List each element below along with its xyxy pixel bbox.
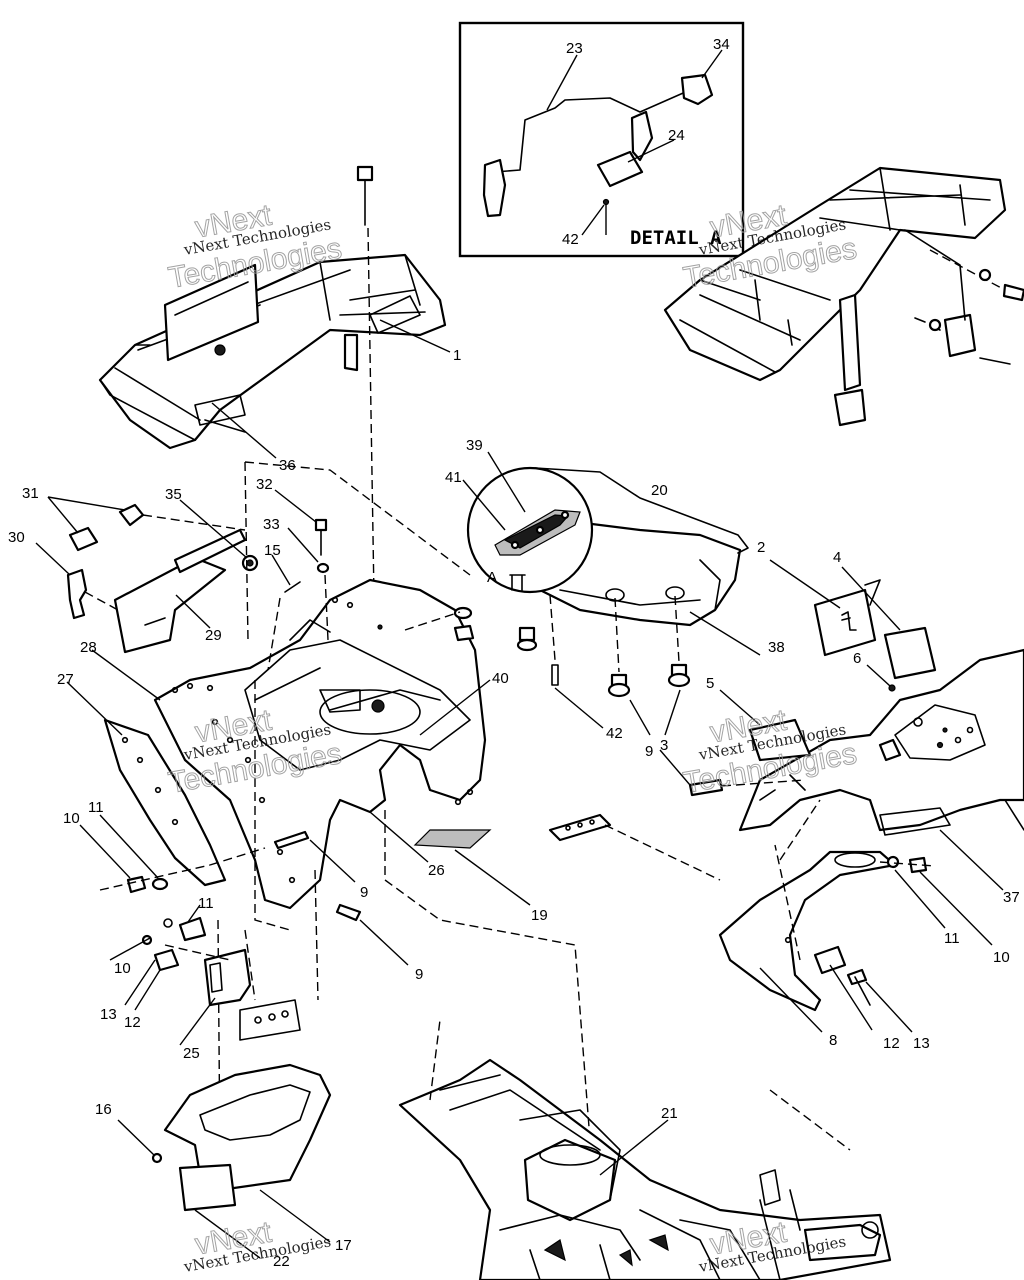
callout-15: 15: [264, 542, 281, 559]
detail-a-inset: DETAIL A: [458, 21, 745, 258]
callout-5: 5: [706, 675, 714, 692]
callout-31: 31: [22, 485, 39, 502]
callout-11-mid: 11: [198, 895, 214, 912]
callout-42: 42: [562, 231, 579, 248]
callout-21: 21: [661, 1105, 678, 1122]
callout-9-right: 9: [645, 743, 653, 760]
section-marker: A: [487, 569, 497, 586]
callout-38: 38: [768, 639, 785, 656]
callout-labels: 23 34 24 42 1 36 39 41 20 31 35 32 33 30…: [8, 36, 1020, 1270]
callout-1: 1: [453, 347, 461, 364]
callout-17: 17: [335, 1237, 352, 1254]
rear-rack-right: [663, 166, 1024, 427]
callout-29: 29: [205, 627, 222, 644]
callout-13-right: 13: [913, 1035, 930, 1052]
fender-holes: [171, 596, 474, 884]
callout-26: 26: [428, 862, 445, 879]
front-fender: [548, 648, 1024, 1151]
callout-23: 23: [566, 40, 583, 57]
callout-12-right: 12: [883, 1035, 900, 1052]
callout-22: 22: [273, 1253, 290, 1270]
callout-32: 32: [256, 476, 273, 493]
callout-16: 16: [95, 1101, 112, 1118]
callout-6: 6: [853, 650, 861, 667]
callout-25: 25: [183, 1045, 200, 1062]
callout-8: 8: [829, 1032, 837, 1049]
rear-rack-left: [98, 165, 451, 721]
callout-11-left: 11: [88, 799, 104, 816]
callout-28: 28: [80, 639, 97, 656]
callout-35: 35: [165, 486, 182, 503]
callout-41: 41: [445, 469, 462, 486]
callout-3: 3: [660, 737, 668, 754]
storage-box: [117, 1063, 332, 1259]
callout-36: 36: [279, 457, 296, 474]
detail-a-label: DETAIL A: [630, 227, 722, 249]
callout-40: 40: [492, 670, 509, 687]
callout-20: 20: [651, 482, 668, 499]
callout-34: 34: [713, 36, 730, 53]
callout-19: 19: [531, 907, 548, 924]
callout-10-left: 10: [63, 810, 80, 827]
callout-30: 30: [8, 529, 25, 546]
callout-9-low: 9: [415, 966, 423, 983]
seat-assembly: A: [462, 451, 937, 736]
callout-10-mid: 10: [114, 960, 131, 977]
latch-parts: [35, 496, 259, 654]
rear-fender-assembly: [66, 461, 591, 1161]
callout-27: 27: [57, 671, 74, 688]
callout-10-right: 10: [993, 949, 1010, 966]
callout-42-seat: 42: [606, 725, 623, 742]
callout-37: 37: [1003, 889, 1020, 906]
callout-39: 39: [466, 437, 483, 454]
frame-chassis: [398, 1019, 892, 1280]
callout-13-left: 13: [100, 1006, 117, 1023]
callout-9: 9: [360, 884, 368, 901]
callout-11-right: 11: [944, 930, 960, 947]
callout-12-left: 12: [124, 1014, 141, 1031]
bracket-assembly: [109, 904, 301, 1046]
callout-24: 24: [668, 127, 685, 144]
callout-4: 4: [833, 549, 841, 566]
callout-33: 33: [263, 516, 280, 533]
callout-2: 2: [757, 539, 765, 556]
